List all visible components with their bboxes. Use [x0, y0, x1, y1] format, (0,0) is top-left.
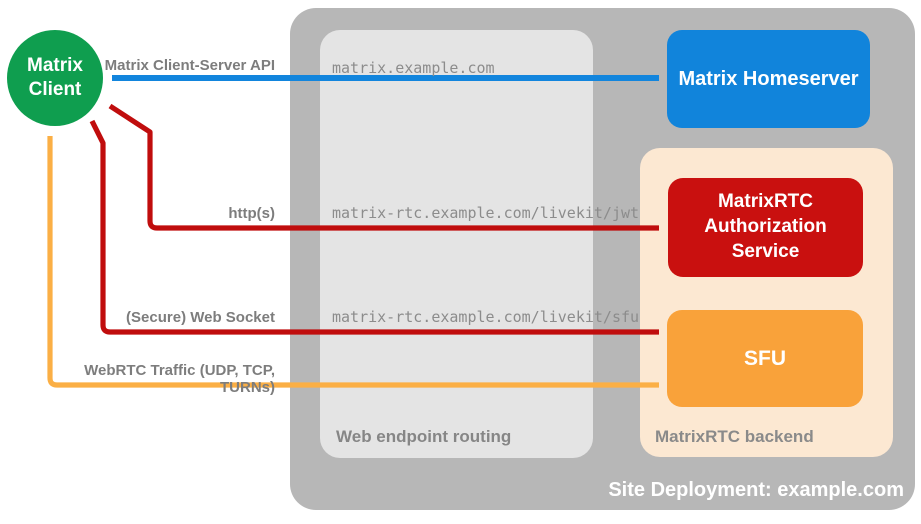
auth-service-label-line3: Service — [731, 240, 800, 262]
https-label: http(s) — [228, 205, 275, 222]
web-endpoint-routing-label: Web endpoint routing — [336, 427, 512, 446]
endpoint-matrix-example-com: matrix.example.com — [332, 59, 495, 77]
endpoint-livekit-sfu: matrix-rtc.example.com/livekit/sfu — [332, 308, 640, 326]
webrtc-traffic-label: WebRTC Traffic (UDP, TCP, TURNs) — [84, 362, 275, 396]
auth-service-label-line2: Authorization — [704, 216, 827, 238]
secure-web-socket-label: (Secure) Web Socket — [126, 309, 275, 326]
matrix-homeserver-node: Matrix Homeserver — [667, 30, 870, 128]
matrix-homeserver-label: Matrix Homeserver — [678, 67, 859, 90]
client-server-api-label: Matrix Client-Server API — [104, 57, 275, 74]
matrix-client-label-line2: Client — [28, 79, 82, 100]
sfu-label: SFU — [744, 346, 786, 370]
matrixrtc-backend-label: MatrixRTC backend — [655, 427, 814, 446]
sfu-node: SFU — [667, 310, 863, 407]
web-endpoint-routing-container: Web endpoint routing — [320, 30, 593, 458]
endpoint-livekit-jwt: matrix-rtc.example.com/livekit/jwt — [332, 204, 640, 222]
matrix-client-node: Matrix Client — [7, 30, 103, 126]
matrixrtc-authorization-service-node: MatrixRTC Authorization Service — [668, 178, 863, 277]
auth-service-label-line1: MatrixRTC — [717, 191, 813, 213]
site-deployment-label: Site Deployment: example.com — [608, 479, 904, 501]
matrix-client-label-line1: Matrix — [27, 55, 83, 77]
